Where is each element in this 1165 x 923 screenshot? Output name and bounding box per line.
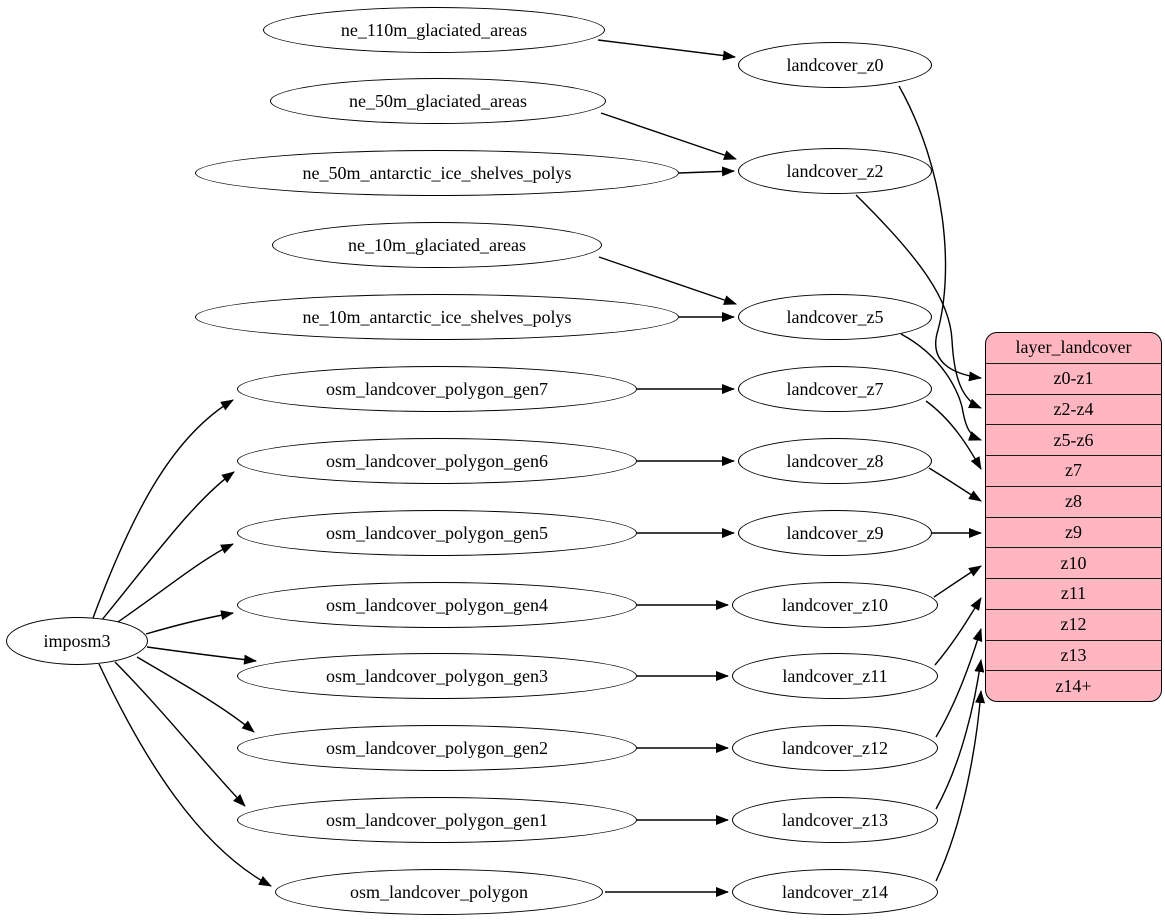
- node-ne-50m-glaciated-areas: ne_50m_glaciated_areas: [270, 78, 606, 124]
- edge-z12-to-row-z12: [935, 628, 983, 738]
- edge-imposm3-to-gen7: [92, 399, 234, 619]
- edge-z5-to-row-z5-z6: [900, 333, 982, 441]
- node-osm-landcover-polygon-gen1: osm_landcover_polygon_gen1: [237, 797, 637, 843]
- edge-z0-to-row-z0-z1: [898, 85, 982, 382]
- table-row-z9: z9: [986, 516, 1161, 548]
- table-row-z5-z6: z5-z6: [986, 424, 1161, 455]
- table-row-z11: z11: [986, 578, 1161, 609]
- node-osm-landcover-polygon-gen6: osm_landcover_polygon_gen6: [237, 438, 637, 484]
- edge-ne50m-glaciated-to-z2: [600, 112, 737, 160]
- edge-imposm3-to-gen4: [145, 610, 234, 635]
- table-title: layer_landcover: [1015, 337, 1132, 358]
- edge-imposm3-to-gen6: [100, 471, 235, 622]
- node-landcover-z10: landcover_z10: [732, 582, 938, 628]
- edge-z14-to-row-z14plus: [935, 690, 986, 882]
- table-row-z0-z1: z0-z1: [986, 362, 1161, 394]
- edge-z10-to-row-z10: [933, 565, 982, 598]
- edge-imposm3-to-gen3: [146, 646, 257, 665]
- node-imposm3: imposm3: [6, 617, 148, 665]
- node-landcover-z0: landcover_z0: [738, 42, 932, 88]
- node-ne-50m-antarctic-ice-shelves-polys: ne_50m_antarctic_ice_shelves_polys: [195, 150, 679, 196]
- table-row-z13: z13: [986, 639, 1161, 671]
- edge-ne10m-glaciated-to-z5: [598, 256, 737, 305]
- node-landcover-z13: landcover_z13: [732, 797, 938, 843]
- edge-z8-to-row-z8: [928, 467, 982, 502]
- edge-imposm3-to-polygon: [98, 663, 272, 887]
- table-row-z7: z7: [986, 455, 1161, 486]
- node-osm-landcover-polygon-gen7: osm_landcover_polygon_gen7: [237, 366, 637, 412]
- node-landcover-z11: landcover_z11: [732, 653, 938, 699]
- node-osm-landcover-polygon-gen3: osm_landcover_polygon_gen3: [237, 653, 637, 699]
- table-row-z10: z10: [986, 547, 1161, 578]
- edge-z2-to-row-z2-z4: [855, 194, 982, 409]
- table-row-z8: z8: [986, 485, 1161, 517]
- node-osm-landcover-polygon-gen2: osm_landcover_polygon_gen2: [237, 725, 637, 771]
- node-landcover-z12: landcover_z12: [732, 725, 938, 771]
- edge-imposm3-to-gen2: [136, 656, 255, 733]
- node-osm-landcover-polygon-gen5: osm_landcover_polygon_gen5: [237, 510, 637, 556]
- table-row-z12: z12: [986, 608, 1161, 640]
- table-row-z2-z4: z2-z4: [986, 393, 1161, 425]
- table-layer-landcover: layer_landcover z0-z1 z2-z4 z5-z6 z7 z8 …: [985, 332, 1162, 702]
- edge-ne110m-to-z0: [597, 39, 736, 61]
- node-ne-10m-glaciated-areas: ne_10m_glaciated_areas: [272, 222, 602, 268]
- node-ne-110m-glaciated-areas: ne_110m_glaciated_areas: [263, 7, 605, 53]
- node-osm-landcover-polygon-gen4: osm_landcover_polygon_gen4: [237, 582, 637, 628]
- node-landcover-z9: landcover_z9: [738, 510, 932, 556]
- node-landcover-z14: landcover_z14: [732, 869, 938, 915]
- edge-ne50m-antarctic-to-z2: [678, 166, 735, 177]
- edge-z13-to-row-z13: [935, 659, 985, 810]
- edge-imposm3-to-gen1: [114, 661, 246, 807]
- node-landcover-z2: landcover_z2: [738, 148, 932, 194]
- node-landcover-z5: landcover_z5: [738, 294, 932, 340]
- edge-z11-to-row-z11: [934, 597, 982, 666]
- node-landcover-z8: landcover_z8: [738, 438, 932, 484]
- edge-imposm3-to-gen5: [111, 543, 234, 627]
- table-row-z14plus: z14+: [986, 670, 1161, 701]
- node-osm-landcover-polygon: osm_landcover_polygon: [275, 869, 603, 915]
- node-ne-10m-antarctic-ice-shelves-polys: ne_10m_antarctic_ice_shelves_polys: [195, 294, 679, 340]
- edge-z7-to-row-z7: [925, 400, 982, 470]
- node-landcover-z7: landcover_z7: [738, 366, 932, 412]
